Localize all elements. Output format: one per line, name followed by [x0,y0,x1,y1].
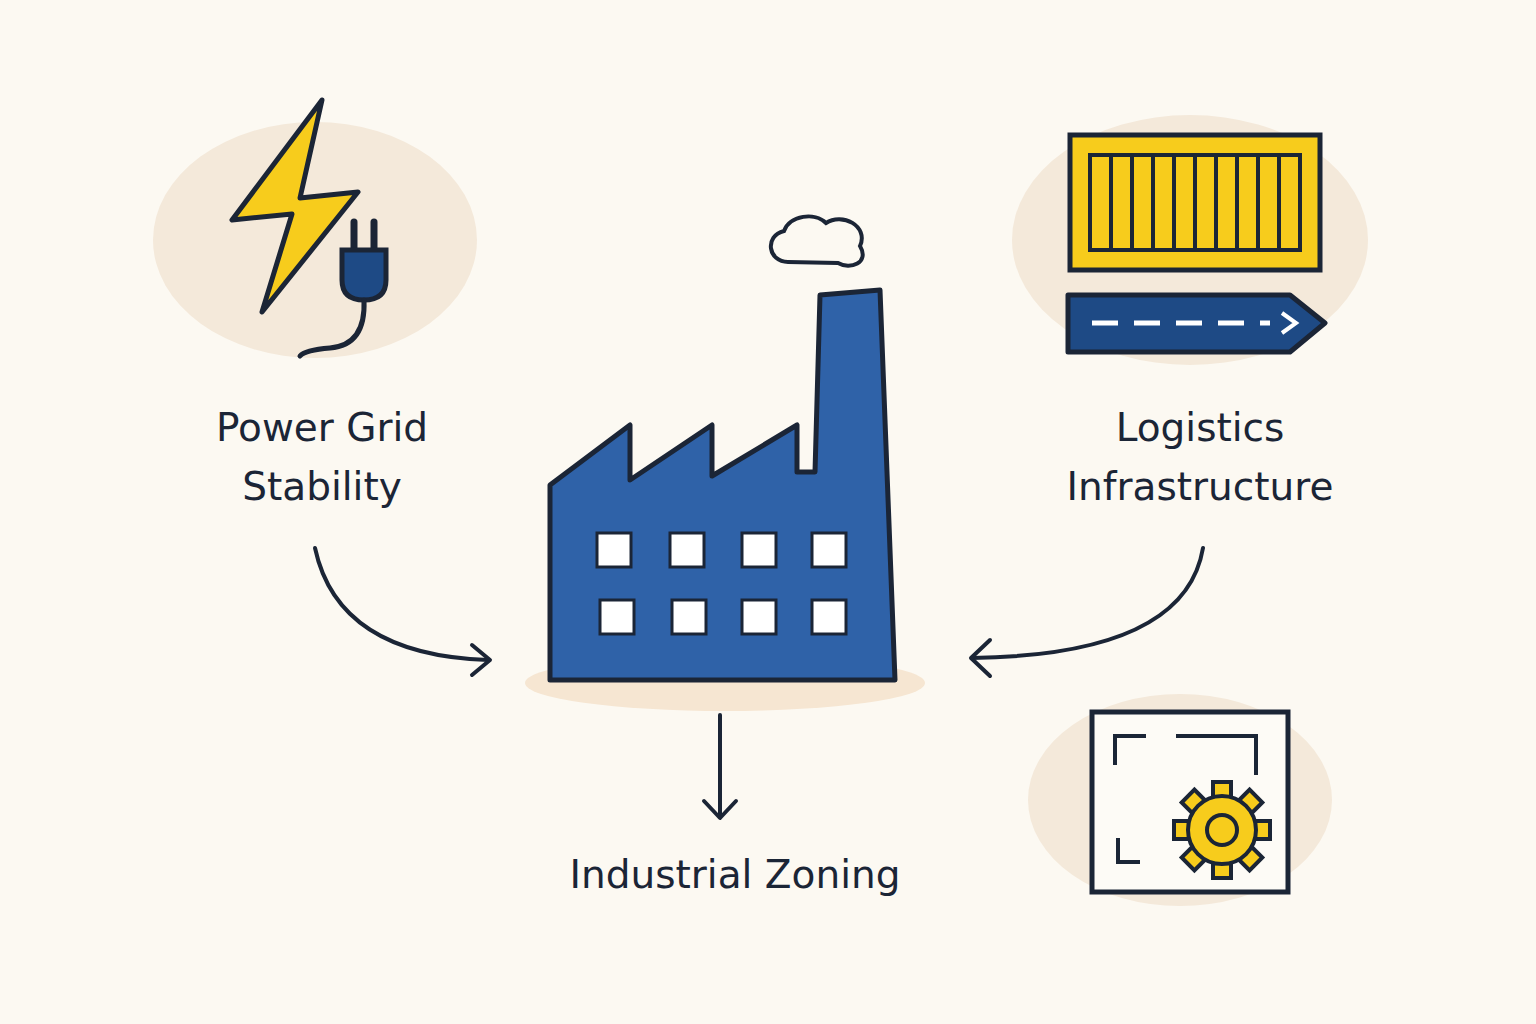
icon-backdrop [1012,115,1368,365]
road-arrow [1068,295,1325,352]
blueprint-gear [1092,712,1288,892]
shipping-container [1070,135,1320,270]
node-label: Industrial Zoning [485,845,985,904]
flow-arrow [718,715,722,817]
icon-backdrop [1028,694,1332,906]
plug-symbol [300,222,386,356]
label-node: Industrial Zoning [485,845,985,904]
node-label: Power Grid Stability [162,398,482,516]
flow-arrow [972,548,1203,658]
factory-illustration [550,290,895,680]
arrow-head [472,645,490,675]
lightning-bolt [232,100,358,312]
arrow-head [704,801,736,818]
node-label: Logistics Infrastructure [1035,398,1365,516]
label-node: Logistics Infrastructure [1035,398,1365,516]
smoke-cloud [771,216,863,265]
flow-arrow [315,548,488,660]
arrow-head [971,640,990,676]
label-node: Power Grid Stability [162,398,482,516]
